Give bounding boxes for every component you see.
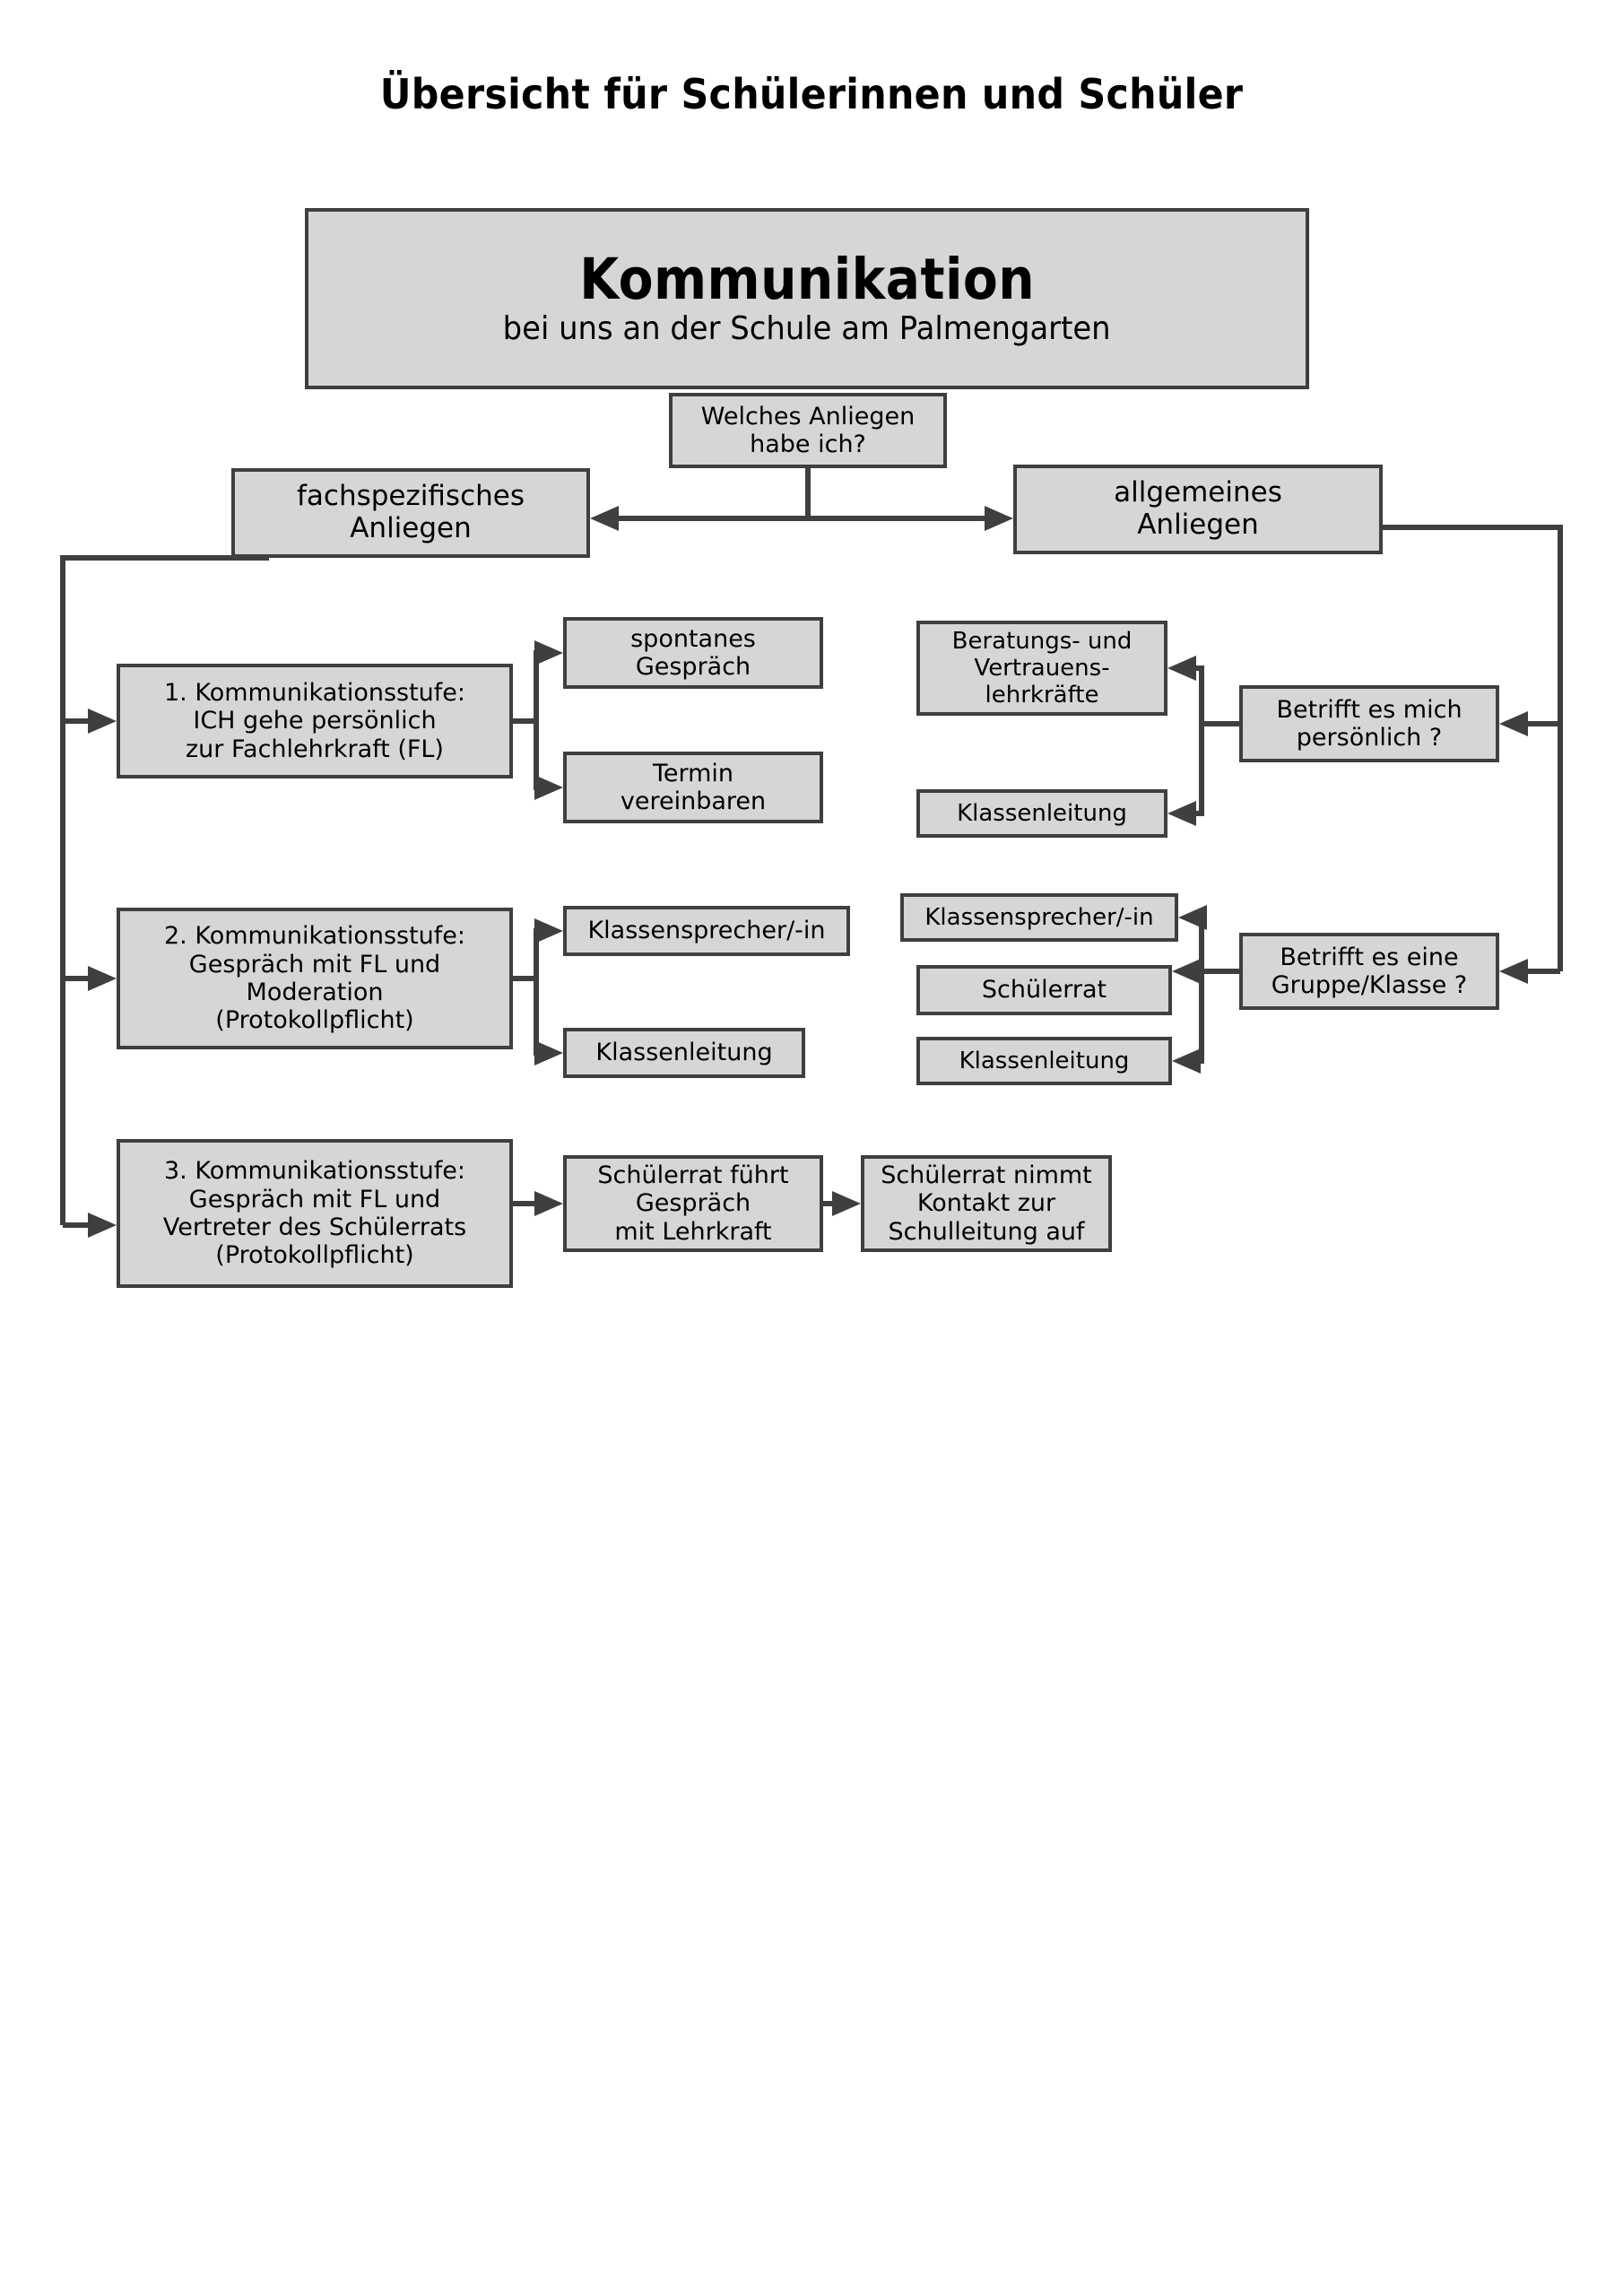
- node-label: Beratungs- und Vertrauens- lehrkräfte: [951, 627, 1133, 709]
- header-title-main: Kommunikation: [579, 246, 1035, 312]
- node-betrifft-es-mich-persoenlich[interactable]: Betrifft es mich persönlich ?: [1239, 685, 1499, 762]
- connector-stufe2-to-klassenleitung: [534, 978, 547, 1056]
- node-label: spontanes Gespräch: [630, 624, 756, 681]
- connector-gruppe-to-klassenleitung2: [1188, 971, 1204, 1064]
- header-title-sub: bei uns an der Schule am Palmengarten: [502, 310, 1111, 348]
- arrowhead-to-klassensprecher-rechts: [1178, 905, 1207, 930]
- node-label: 3. Kommunikationsstufe: Gespräch mit FL …: [162, 1157, 467, 1270]
- node-label: Betrifft es mich persönlich ?: [1276, 695, 1462, 752]
- node-kommunikationsstufe-2[interactable]: 2. Kommunikationsstufe: Gespräch mit FL …: [117, 908, 513, 1049]
- arrowhead-to-termin: [534, 775, 563, 800]
- arrowhead-to-schuelerrat-gespraech: [534, 1191, 563, 1216]
- node-label: Schülerrat: [981, 976, 1107, 1004]
- node-klassensprecher-stufe2[interactable]: Klassensprecher/-in: [563, 906, 850, 956]
- node-label: Klassenleitung: [957, 799, 1127, 827]
- arrowhead-to-beratungslehrkraefte: [1167, 656, 1196, 681]
- arrowhead-to-schuelerrat-rechts: [1172, 959, 1201, 984]
- arrowhead-to-stufe3: [88, 1213, 117, 1238]
- connector-mich-to-klassenleitung: [1184, 724, 1204, 816]
- node-klassenleitung-stufe2[interactable]: Klassenleitung: [563, 1028, 805, 1078]
- node-label: Welches Anliegen habe ich?: [700, 402, 916, 458]
- node-label: 2. Kommunikationsstufe: Gespräch mit FL …: [163, 922, 466, 1035]
- arrowhead-to-klassenleitung-rechts-2: [1172, 1048, 1201, 1074]
- arrowhead-to-schuelerrat-kontakt: [832, 1191, 861, 1216]
- node-klassenleitung-persoenlich[interactable]: Klassenleitung: [916, 789, 1167, 838]
- arrowhead-to-spontanes-gespraech: [534, 640, 563, 665]
- arrowhead-to-stufe2: [88, 966, 117, 991]
- page-title: Übersicht für Schülerinnen und Schüler: [379, 70, 1244, 118]
- node-label: 1. Kommunikationsstufe: ICH gehe persönl…: [163, 679, 466, 763]
- arrowhead-to-betrifft-mich: [1499, 711, 1528, 736]
- arrowhead-to-stufe1: [88, 709, 117, 734]
- node-schuelerrat-gruppe[interactable]: Schülerrat: [916, 965, 1172, 1015]
- node-label: Termin vereinbaren: [620, 759, 767, 815]
- node-label: Schülerrat nimmt Kontakt zur Schulleitun…: [881, 1161, 1092, 1246]
- connector-left-trunk: [60, 555, 269, 1225]
- node-kommunikationsstufe-1[interactable]: 1. Kommunikationsstufe: ICH gehe persönl…: [117, 664, 513, 778]
- node-label: Klassenleitung: [959, 1047, 1130, 1074]
- header-box: Kommunikation bei uns an der Schule am P…: [305, 208, 1309, 389]
- node-label: Klassensprecher/-in: [924, 903, 1154, 931]
- node-schuelerrat-fuehrt-gespraech[interactable]: Schülerrat führt Gespräch mit Lehrkraft: [563, 1155, 823, 1252]
- node-label: Klassensprecher/-in: [587, 917, 826, 945]
- arrowhead-to-klassenleitung-rechts-1: [1167, 801, 1196, 826]
- node-label: Klassenleitung: [595, 1039, 773, 1067]
- node-schuelerrat-nimmt-kontakt[interactable]: Schülerrat nimmt Kontakt zur Schulleitun…: [861, 1155, 1112, 1252]
- node-welches-anliegen[interactable]: Welches Anliegen habe ich?: [669, 393, 947, 468]
- node-klassenleitung-gruppe[interactable]: Klassenleitung: [916, 1037, 1172, 1085]
- node-fachspezifisches-anliegen[interactable]: fachspezifisches Anliegen: [231, 468, 590, 558]
- node-betrifft-es-eine-gruppe-klasse[interactable]: Betrifft es eine Gruppe/Klasse ?: [1239, 933, 1499, 1010]
- node-label: fachspezifisches Anliegen: [297, 480, 525, 544]
- arrowhead-to-fachspezifisch: [590, 506, 619, 531]
- node-klassensprecher-gruppe[interactable]: Klassensprecher/-in: [900, 893, 1178, 942]
- arrowhead-to-allgemein: [985, 506, 1013, 531]
- arrowhead-to-betrifft-gruppe: [1499, 959, 1528, 984]
- connector-stufe1-to-spontan: [513, 650, 547, 724]
- node-beratungs-und-vertrauenslehrkraefte[interactable]: Beratungs- und Vertrauens- lehrkräfte: [916, 621, 1167, 716]
- node-label: Schülerrat führt Gespräch mit Lehrkraft: [597, 1161, 789, 1246]
- arrowhead-to-klassensprecher-links: [534, 918, 563, 944]
- arrowhead-to-klassenleitung-links: [534, 1040, 563, 1065]
- connector-right-trunk: [1383, 525, 1563, 971]
- node-termin-vereinbaren[interactable]: Termin vereinbaren: [563, 752, 823, 823]
- node-kommunikationsstufe-3[interactable]: 3. Kommunikationsstufe: Gespräch mit FL …: [117, 1139, 513, 1288]
- node-label: Betrifft es eine Gruppe/Klasse ?: [1271, 943, 1468, 999]
- node-allgemeines-anliegen[interactable]: allgemeines Anliegen: [1013, 465, 1383, 554]
- node-label: allgemeines Anliegen: [1114, 476, 1282, 541]
- node-spontanes-gespraech[interactable]: spontanes Gespräch: [563, 617, 823, 689]
